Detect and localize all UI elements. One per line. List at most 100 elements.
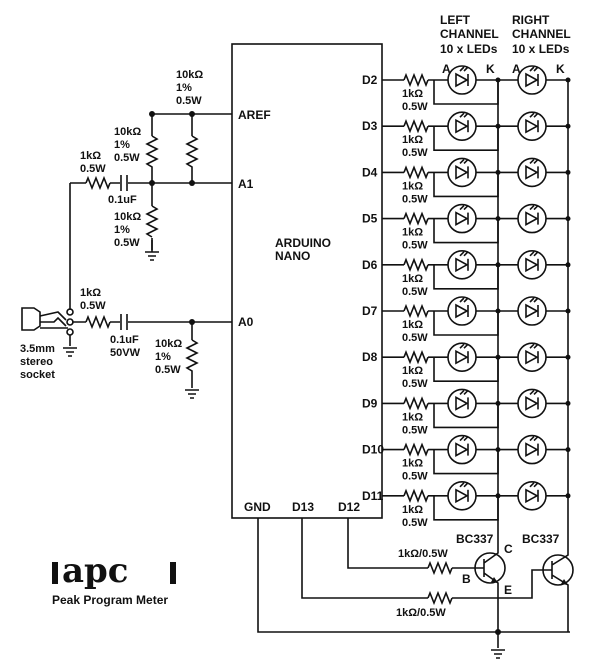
row-d6-led-right-body: [517, 249, 547, 280]
row-d11-led-right-body: [517, 480, 547, 511]
aref-res-label3: 0.5W: [176, 95, 202, 107]
row-d10-led-left-triangle: [455, 442, 469, 457]
pin-e-label: E: [504, 583, 512, 597]
socket-label1: 3.5mm: [20, 343, 55, 355]
row-d5-res-power: 0.5W: [402, 240, 428, 252]
right-channel-line3: 10 x LEDs: [512, 42, 570, 56]
gnd-sym-socket: [63, 347, 77, 357]
row-d8-pin-label: D8: [362, 350, 378, 364]
row-d11-resistor: [403, 488, 429, 503]
row-d4-led-right-rays: [529, 158, 539, 164]
row-d7-loop: [433, 311, 499, 336]
logo-subtitle: Peak Program Meter: [52, 593, 168, 607]
right-transistor-name: BC337: [522, 532, 560, 546]
row-d3-led-left-body: [447, 111, 477, 141]
row-d10-pin-label: D10: [362, 443, 384, 457]
r1-zigzag: [85, 175, 111, 191]
row-d3-led-left-rays: [459, 112, 469, 118]
right-transistor-arrow: [561, 579, 568, 585]
row-d10-res-value: 1kΩ: [402, 458, 423, 470]
pin-d13-label: D13: [292, 500, 314, 514]
row-d11-loop: [433, 495, 499, 521]
right-transistor-circle: [542, 554, 574, 586]
row-d4-led-right-body: [517, 157, 547, 188]
row-d11-led-left-triangle: [455, 488, 469, 504]
aref-vertical-res-zigzag: [185, 135, 199, 183]
aref-res-label1: 10kΩ: [176, 69, 203, 81]
socket-pin-r: [66, 318, 74, 326]
row-d9-led-left-rays: [459, 389, 469, 395]
row-d3-res-power: 0.5W: [402, 147, 428, 159]
row-d6-led-left-rays: [459, 251, 469, 257]
a1-upper-res-label2: 1%: [114, 139, 130, 151]
left-transistor-arrow: [491, 577, 498, 583]
row-d9-pin-label: D9: [362, 396, 378, 410]
socket-label3: socket: [20, 369, 55, 381]
row-d10-resistor: [403, 442, 429, 457]
row-d11-res-value: 1kΩ: [402, 504, 423, 516]
arduino-nano-box: [231, 43, 383, 519]
row-d11-res-power: 0.5W: [402, 517, 428, 529]
row-d2-loop: [433, 80, 499, 105]
row-d6-resistor: [403, 257, 429, 272]
row-d7-res-power: 0.5W: [402, 332, 428, 344]
row-d3-pin-label: D3: [362, 119, 378, 133]
a0-res-zigzag: [185, 339, 199, 388]
row-d5-led-left-rays: [459, 205, 469, 211]
left-transistor-body: [476, 530, 499, 632]
row-d2-res-power: 0.5W: [402, 101, 428, 113]
row-d10-res-power: 0.5W: [402, 471, 428, 483]
c1-label: 0.1uF: [108, 194, 137, 206]
row-d5-loop: [433, 218, 499, 244]
right-channel-line2: CHANNEL: [512, 27, 571, 41]
socket-body: [21, 307, 41, 331]
row-d10-led-right-rays: [529, 436, 539, 442]
socket-contacts: [39, 311, 68, 329]
row-d5-led-right-rays: [529, 205, 539, 211]
led-rows: D21kΩ0.5WD31kΩ0.5WD41kΩ0.5WD51kΩ0.5WD61k…: [362, 65, 571, 530]
a1-junction-right: [189, 180, 195, 186]
c2-label2: 50VW: [110, 347, 141, 359]
row-d4-res-value: 1kΩ: [402, 180, 423, 192]
row-d5-led-left-body: [447, 203, 477, 234]
row-d5-res-value: 1kΩ: [402, 227, 423, 239]
row-d2-led-right-triangle: [525, 72, 539, 88]
row-d9-led-left-triangle: [455, 396, 469, 411]
c2-label1: 0.1uF: [110, 334, 139, 346]
row-d11-led-left-rays: [459, 482, 469, 488]
right-channel-line1: RIGHT: [512, 13, 550, 27]
row-d4-res-power: 0.5W: [402, 193, 428, 205]
row-d5-led-right-body: [517, 203, 547, 234]
a1-res-lower-zigzag: [145, 205, 159, 238]
a1-wire: [69, 182, 232, 310]
left-transistor-name: BC337: [456, 532, 494, 546]
row-d6-res-power: 0.5W: [402, 286, 428, 298]
left-channel-line3: 10 x LEDs: [440, 42, 498, 56]
a0-res-label3: 0.5W: [155, 364, 181, 376]
mcu-name-line1: ARDUINO: [275, 236, 331, 250]
row-d8-res-value: 1kΩ: [402, 365, 423, 377]
a1-lower-res-label3: 0.5W: [114, 237, 140, 249]
row-d2-pin-label: D2: [362, 73, 378, 87]
left-channel-line2: CHANNEL: [440, 27, 499, 41]
base-res-lower-zigzag: [427, 590, 453, 606]
row-d3-led-right-rays: [529, 112, 539, 118]
row-d9-led-right-body: [517, 388, 547, 419]
row-d4-led-left-body: [447, 157, 477, 188]
row-d9-led-right-rays: [529, 389, 539, 395]
row-d10-led-left-body: [447, 434, 477, 465]
a1-lower-res-label1: 10kΩ: [114, 211, 141, 223]
row-d4-led-left-rays: [459, 158, 469, 164]
row-d6-led-right-triangle: [525, 257, 539, 273]
row-d3-loop: [433, 126, 499, 151]
row-d2-led-right-body: [517, 65, 547, 95]
row-d2-res-value: 1kΩ: [402, 88, 423, 100]
row-d8-led-left-body: [447, 342, 477, 373]
r2-zigzag: [85, 314, 111, 330]
left-transistor-circle: [474, 552, 506, 584]
row-d6-led-right-rays: [529, 251, 539, 257]
aref-res-upper-zigzag: [145, 135, 159, 168]
row-d2-led-right-rays: [529, 66, 539, 72]
row-d11-led-right-triangle: [525, 488, 539, 504]
pin-aref-label: AREF: [238, 108, 271, 122]
